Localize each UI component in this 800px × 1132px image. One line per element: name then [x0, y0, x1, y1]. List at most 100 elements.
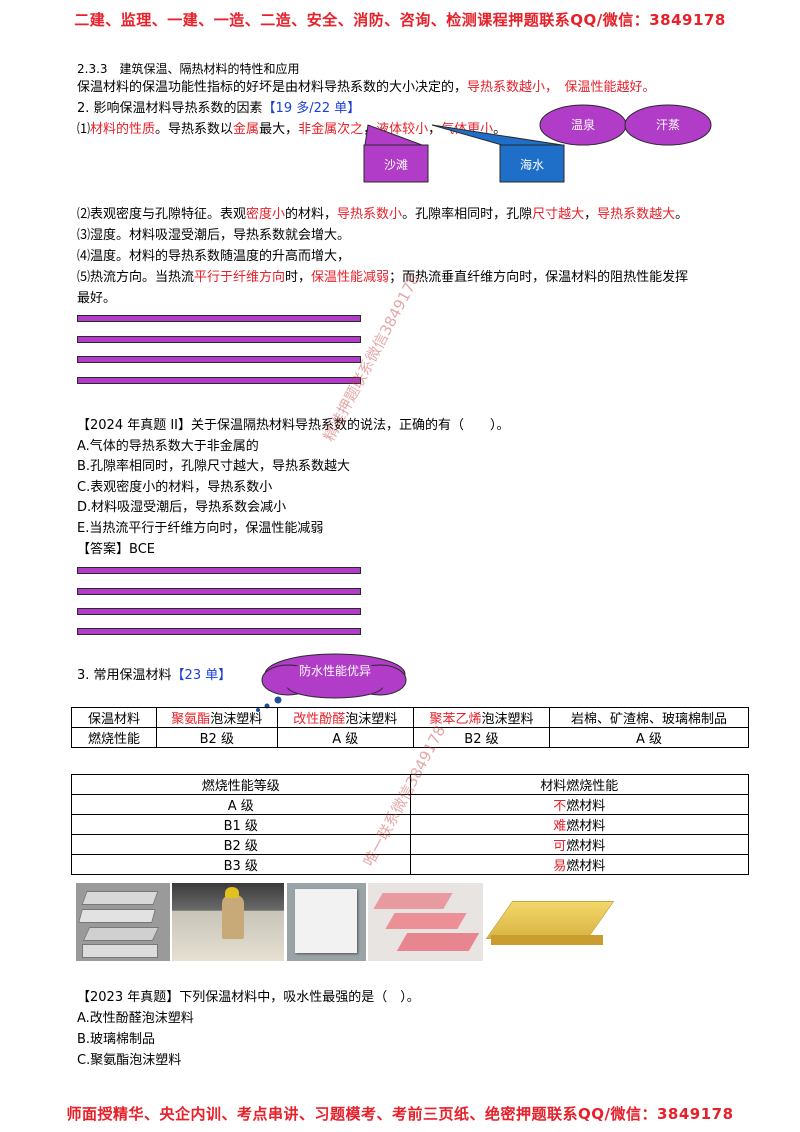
performance-cell: 不燃材料	[409, 794, 749, 815]
factor-2: ⑵表观密度与孔隙特征。表观密度小的材料，导热系数小。孔隙率相同时，孔隙尺寸越大，…	[77, 206, 688, 224]
factor-5-text: ⑸热流方向。当热流	[77, 270, 195, 285]
sauna-label: 汗蒸	[655, 118, 680, 132]
factors-title-text: 2. 影响保温材料导热系数的因素	[77, 101, 263, 116]
glass-wool-photo	[485, 883, 621, 961]
beach-pointer	[364, 124, 423, 146]
q2024-option-c: C.表观密度小的材料，导热系数小	[77, 480, 273, 495]
spray-foam-photo	[172, 883, 284, 961]
section-heading: 2.3.3 建筑保温、隔热材料的特性和应用	[77, 62, 300, 76]
top-banner: 二建、监理、一建、一造、二造、安全、消防、咨询、检测课程押题联系QQ/微信：38…	[74, 11, 726, 29]
performance-rest: 燃材料	[566, 859, 606, 874]
performance-key: 难	[553, 819, 567, 834]
material-name-rest: 泡沫塑料	[210, 712, 263, 727]
q2024-option-b: B.孔隙率相同时，孔隙尺寸越大，导热系数越大	[77, 459, 351, 474]
factor-2-size: 尺寸越大	[532, 207, 585, 222]
factor-1-text2: 最大，	[259, 122, 299, 137]
material-name-rest: 泡沫塑料	[345, 712, 398, 727]
pink-board-photo	[368, 883, 483, 961]
grade-cell: B2 级	[156, 727, 278, 748]
intro-paragraph: 保温材料的保温功能性指标的好坏是由材料导热系数的大小决定的，导热系数越小， 保温…	[77, 79, 656, 97]
sea-label: 海水	[519, 158, 544, 172]
grade-cell: B3 级	[71, 854, 411, 875]
table-row: 保温材料 聚氨酯泡沫塑料 改性酚醛泡沫塑料 聚苯乙烯泡沫塑料 岩棉、矿渣棉、玻璃…	[71, 707, 749, 728]
grade-cell: A 级	[276, 727, 414, 748]
table-row: 燃烧性能 B2 级 A 级 B2 级 A 级	[71, 727, 749, 748]
material-name-key: 聚氨酯	[171, 712, 211, 727]
performance-header: 材料燃烧性能	[409, 774, 749, 795]
factor-2-text: ⑵表观密度与孔隙特征。表观	[77, 207, 247, 222]
factor-1-text: 。导热系数以	[155, 122, 234, 137]
q2023-option-b: B.玻璃棉制品	[77, 1032, 156, 1047]
performance-key: 易	[553, 859, 567, 874]
factor-3: ⑶湿度。材料吸湿受潮后，导热系数就会增大。	[77, 228, 351, 243]
factor-5-parallel: 平行于纤维方向	[194, 270, 286, 285]
factor-2-text2: 的材料，	[285, 207, 338, 222]
white-board-photo	[287, 883, 366, 961]
intro-text: 保温材料的保温功能性指标的好坏是由材料导热系数的大小决定的，	[77, 80, 468, 95]
factor-2-period: 。	[675, 207, 689, 222]
blank-bar	[77, 377, 361, 384]
q2024-title: 【2024 年真题 II】关于保温隔热材料导热系数的说法，正确的有（ ）。	[77, 418, 510, 433]
row-label: 保温材料	[71, 707, 157, 728]
material-cell: 岩棉、矿渣棉、玻璃棉制品	[549, 707, 749, 728]
intro-highlight: 导热系数越小， 保温性能越好。	[467, 80, 656, 95]
factor-2-text3: 。孔隙率相同时，孔隙	[402, 207, 533, 222]
performance-rest: 燃材料	[566, 799, 606, 814]
blank-bar	[77, 588, 361, 595]
grade-header: 燃烧性能等级	[71, 774, 411, 795]
table-row: B3 级 易燃材料	[71, 854, 749, 875]
factor-2-density: 密度小	[246, 207, 286, 222]
grade-cell: A 级	[71, 794, 411, 815]
factor-1-metal: 金属	[233, 122, 260, 137]
q2024-option-e: E.当热流平行于纤维方向时，保温性能减弱	[77, 521, 324, 536]
grade-cell: B1 级	[71, 814, 411, 835]
performance-cell: 易燃材料	[409, 854, 749, 875]
material-cell: 改性酚醛泡沫塑料	[276, 707, 414, 728]
factors-tag: 【19 多/22 单】	[262, 101, 361, 116]
materials-table: 保温材料 聚氨酯泡沫塑料 改性酚醛泡沫塑料 聚苯乙烯泡沫塑料 岩棉、矿渣棉、玻璃…	[71, 707, 749, 748]
factor-2-small: 导热系数小	[337, 207, 403, 222]
analogy-callouts	[363, 104, 712, 183]
grade-table: 燃烧性能等级 材料燃烧性能 A 级 不燃材料 B1 级 难燃材料 B2 级 可燃…	[71, 774, 749, 875]
material-name-rest: 泡沫塑料	[481, 712, 534, 727]
material-cell: 聚氨酯泡沫塑料	[156, 707, 278, 728]
table-row: B2 级 可燃材料	[71, 834, 749, 855]
table-header-row: 燃烧性能等级 材料燃烧性能	[71, 774, 749, 795]
factor-1: ⑴材料的性质。导热系数以金属最大，非金属次之，液体较小，气体更小。	[77, 121, 506, 139]
foam-board-photo	[76, 883, 170, 961]
factor-1-nonmetal: 非金属次之	[298, 122, 364, 137]
sea-box	[499, 144, 565, 183]
q2024-option-d: D.材料吸湿受潮后，导热系数会减小	[77, 500, 287, 515]
common-title: 3. 常用保温材料【23 单】	[77, 667, 231, 685]
factor-1-key: 材料的性质	[90, 122, 156, 137]
performance-key: 不	[553, 799, 567, 814]
performance-rest: 燃材料	[566, 819, 606, 834]
grade-cell: B2 级	[412, 727, 551, 748]
factor-5-end: 最好。	[77, 291, 117, 306]
beach-label: 沙滩	[383, 158, 408, 172]
material-name-key: 改性酚醛	[293, 712, 346, 727]
sauna-bubble	[624, 104, 712, 146]
bottom-banner: 师面授精华、央企内训、考点串讲、习题模考、考前三页纸、绝密押题联系QQ/微信：3…	[66, 1105, 734, 1123]
factor-5-text3: ；而热流垂直纤维方向时，保温材料的阻热性能发挥	[389, 270, 689, 285]
factor-1-num: ⑴	[77, 122, 91, 137]
blank-bar	[77, 336, 361, 343]
performance-rest: 燃材料	[566, 839, 606, 854]
blank-bar	[77, 608, 361, 615]
factors-title: 2. 影响保温材料导热系数的因素【19 多/22 单】	[77, 100, 360, 118]
material-cell: 聚苯乙烯泡沫塑料	[412, 707, 551, 728]
grade-cell: B2 级	[71, 834, 411, 855]
q2024-option-a: A.气体的导热系数大于非金属的	[77, 439, 259, 454]
factor-1-period: 。	[493, 122, 507, 137]
hot-spring-label: 温泉	[570, 118, 595, 132]
common-tag: 【23 单】	[171, 668, 232, 683]
performance-cell: 难燃材料	[409, 814, 749, 835]
blank-bar	[77, 628, 361, 635]
factor-2-comma: ，	[584, 207, 598, 222]
q2023-option-c: C.聚氨酯泡沫塑料	[77, 1053, 182, 1068]
blank-bar	[77, 356, 361, 363]
common-title-text: 3. 常用保温材料	[77, 668, 172, 683]
table-row: B1 级 难燃材料	[71, 814, 749, 835]
factor-5-text2: 时，	[285, 270, 312, 285]
material-name-key: 聚苯乙烯	[429, 712, 482, 727]
